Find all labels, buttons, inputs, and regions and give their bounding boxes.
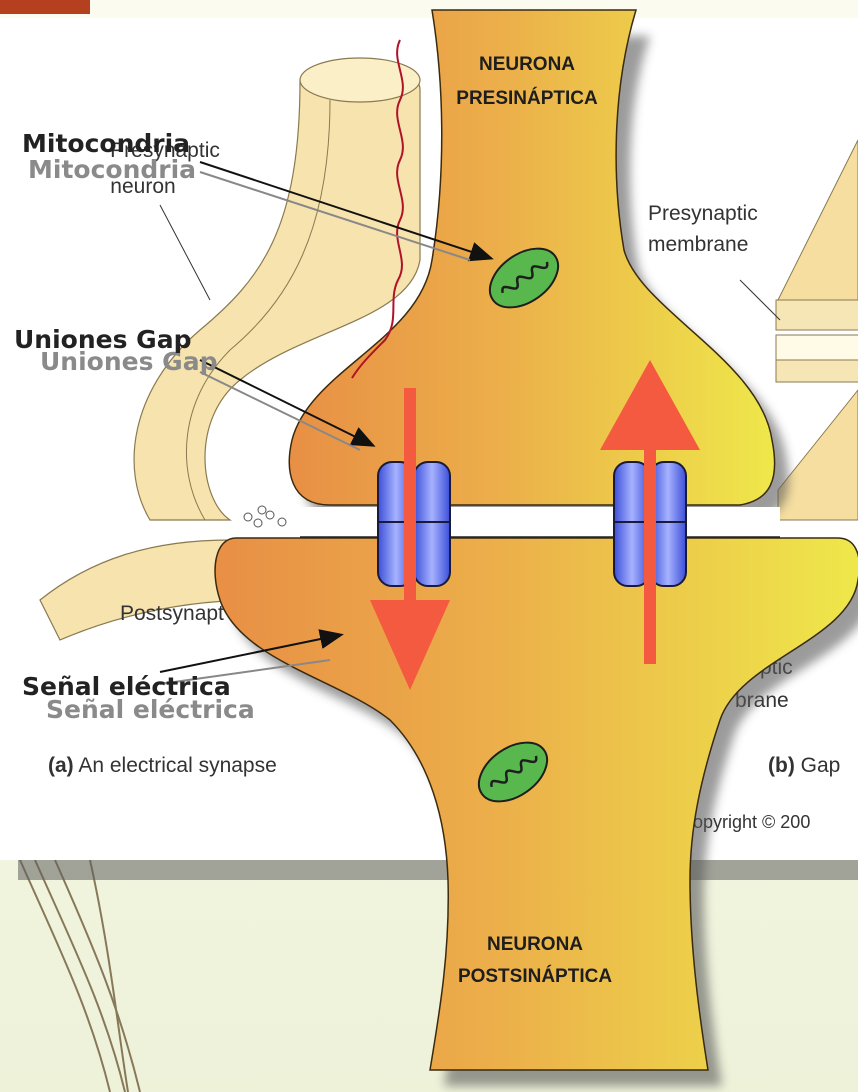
senal-electrica-label: Señal eléctrica xyxy=(22,672,231,701)
caption-b-text: Gap xyxy=(795,754,841,777)
uniones-gap-label: Uniones Gap xyxy=(14,325,191,354)
postsynaptic-title-line1: NEURONA xyxy=(487,934,583,955)
presynaptic-title-line1: NEURONA xyxy=(479,54,575,75)
postsynaptic-title-line2: POSTSINÁPTICA xyxy=(458,965,612,987)
synaptic-gap xyxy=(300,507,780,537)
caption-b: (b) Gap xyxy=(768,754,840,777)
presynaptic-membrane-label-1: Presynaptic xyxy=(648,202,758,225)
corner-accent-bar xyxy=(0,0,90,14)
presynaptic-membrane-label-2: membrane xyxy=(648,233,748,256)
caption-a: (a) An electrical synapse xyxy=(48,754,277,777)
postsynaptic-partial-label: Postsynapt xyxy=(120,602,224,625)
caption-a-bold: (a) xyxy=(48,754,74,777)
mitocondria-label: Mitocondria xyxy=(22,129,190,158)
presynaptic-title-line2: PRESINÁPTICA xyxy=(456,87,598,109)
caption-b-bold: (b) xyxy=(768,754,795,777)
caption-a-text: An electrical synapse xyxy=(74,754,277,777)
mitocondria-label-shadow: Mitocondria xyxy=(28,155,196,184)
